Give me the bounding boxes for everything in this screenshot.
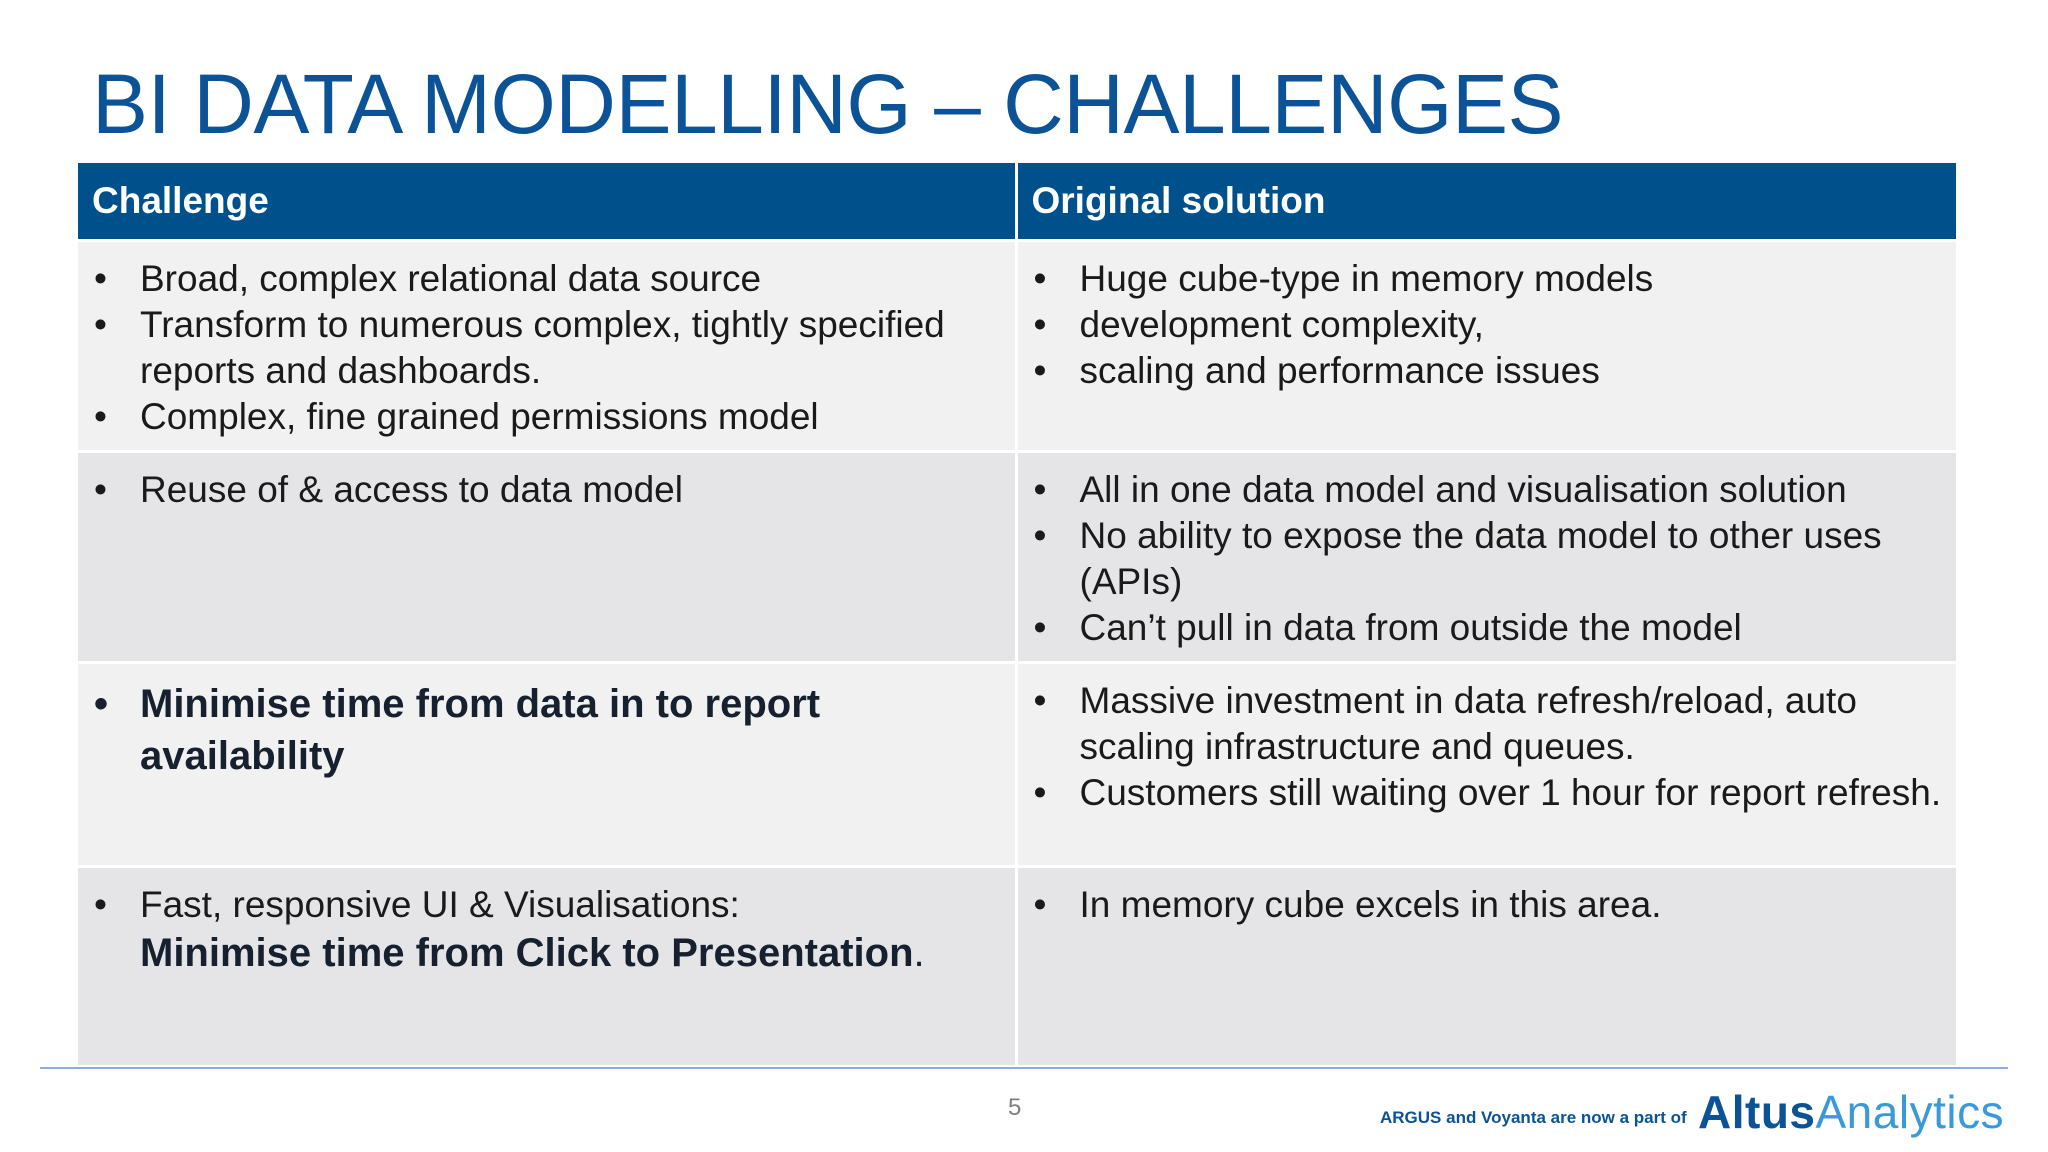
footer-note: ARGUS and Voyanta are now a part of xyxy=(1380,1108,1687,1127)
challenge-emphasis-line: Minimise time from Click to Presentation… xyxy=(140,928,1001,978)
solution-cell: In memory cube excels in this area. xyxy=(1016,865,1956,1065)
table-row: Broad, complex relational data source Tr… xyxy=(78,239,1956,452)
brand-part2: Analytics xyxy=(1815,1086,2005,1138)
challenge-text: Fast, responsive UI & Visualisations: xyxy=(140,884,740,925)
brand-logo: AltusAnalytics xyxy=(1698,1085,2004,1139)
header-original-solution: Original solution xyxy=(1016,163,1956,241)
solution-cell: Massive investment in data refresh/reloa… xyxy=(1016,661,1956,867)
challenges-table: Challenge Original solution Broad, compl… xyxy=(78,163,1956,1065)
header-challenge: Challenge xyxy=(78,163,1018,241)
list-item: No ability to expose the data model to o… xyxy=(1032,513,1943,605)
list-item: Complex, fine grained permissions model xyxy=(92,394,1001,440)
list-item: Massive investment in data refresh/reloa… xyxy=(1032,678,1943,770)
list-item: Customers still waiting over 1 hour for … xyxy=(1032,770,1943,816)
challenge-cell: Reuse of & access to data model xyxy=(78,450,1018,663)
list-item: Reuse of & access to data model xyxy=(92,467,1001,513)
brand-part1: Altus xyxy=(1698,1086,1816,1138)
slide-title: BI DATA MODELLING – CHALLENGES xyxy=(92,57,1564,151)
solution-cell: Huge cube-type in memory models developm… xyxy=(1016,239,1956,452)
challenge-emphasis-suffix: . xyxy=(913,931,925,975)
list-item: Minimise time from data in to report ava… xyxy=(92,678,1001,782)
challenge-emphasis: Minimise time from Click to Presentation xyxy=(140,931,914,975)
challenge-cell: Broad, complex relational data source Tr… xyxy=(78,239,1018,452)
list-item: Transform to numerous complex, tightly s… xyxy=(92,302,1001,394)
challenge-cell: Fast, responsive UI & Visualisations: Mi… xyxy=(78,865,1018,1065)
table-row: Reuse of & access to data model All in o… xyxy=(78,450,1956,663)
table-row: Fast, responsive UI & Visualisations: Mi… xyxy=(78,865,1956,1065)
list-item: All in one data model and visualisation … xyxy=(1032,467,1943,513)
challenge-cell: Minimise time from data in to report ava… xyxy=(78,661,1018,867)
list-item: scaling and performance issues xyxy=(1032,348,1943,394)
list-item: development complexity, xyxy=(1032,302,1943,348)
page-number: 5 xyxy=(1008,1094,1022,1121)
list-item: Can’t pull in data from outside the mode… xyxy=(1032,605,1943,651)
list-item: Broad, complex relational data source xyxy=(92,256,1001,302)
footer-divider xyxy=(40,1067,2008,1069)
list-item: Fast, responsive UI & Visualisations: Mi… xyxy=(92,882,1001,978)
solution-cell: All in one data model and visualisation … xyxy=(1016,450,1956,663)
list-item: Huge cube-type in memory models xyxy=(1032,256,1943,302)
list-item: In memory cube excels in this area. xyxy=(1032,882,1943,928)
table-row: Minimise time from data in to report ava… xyxy=(78,661,1956,867)
